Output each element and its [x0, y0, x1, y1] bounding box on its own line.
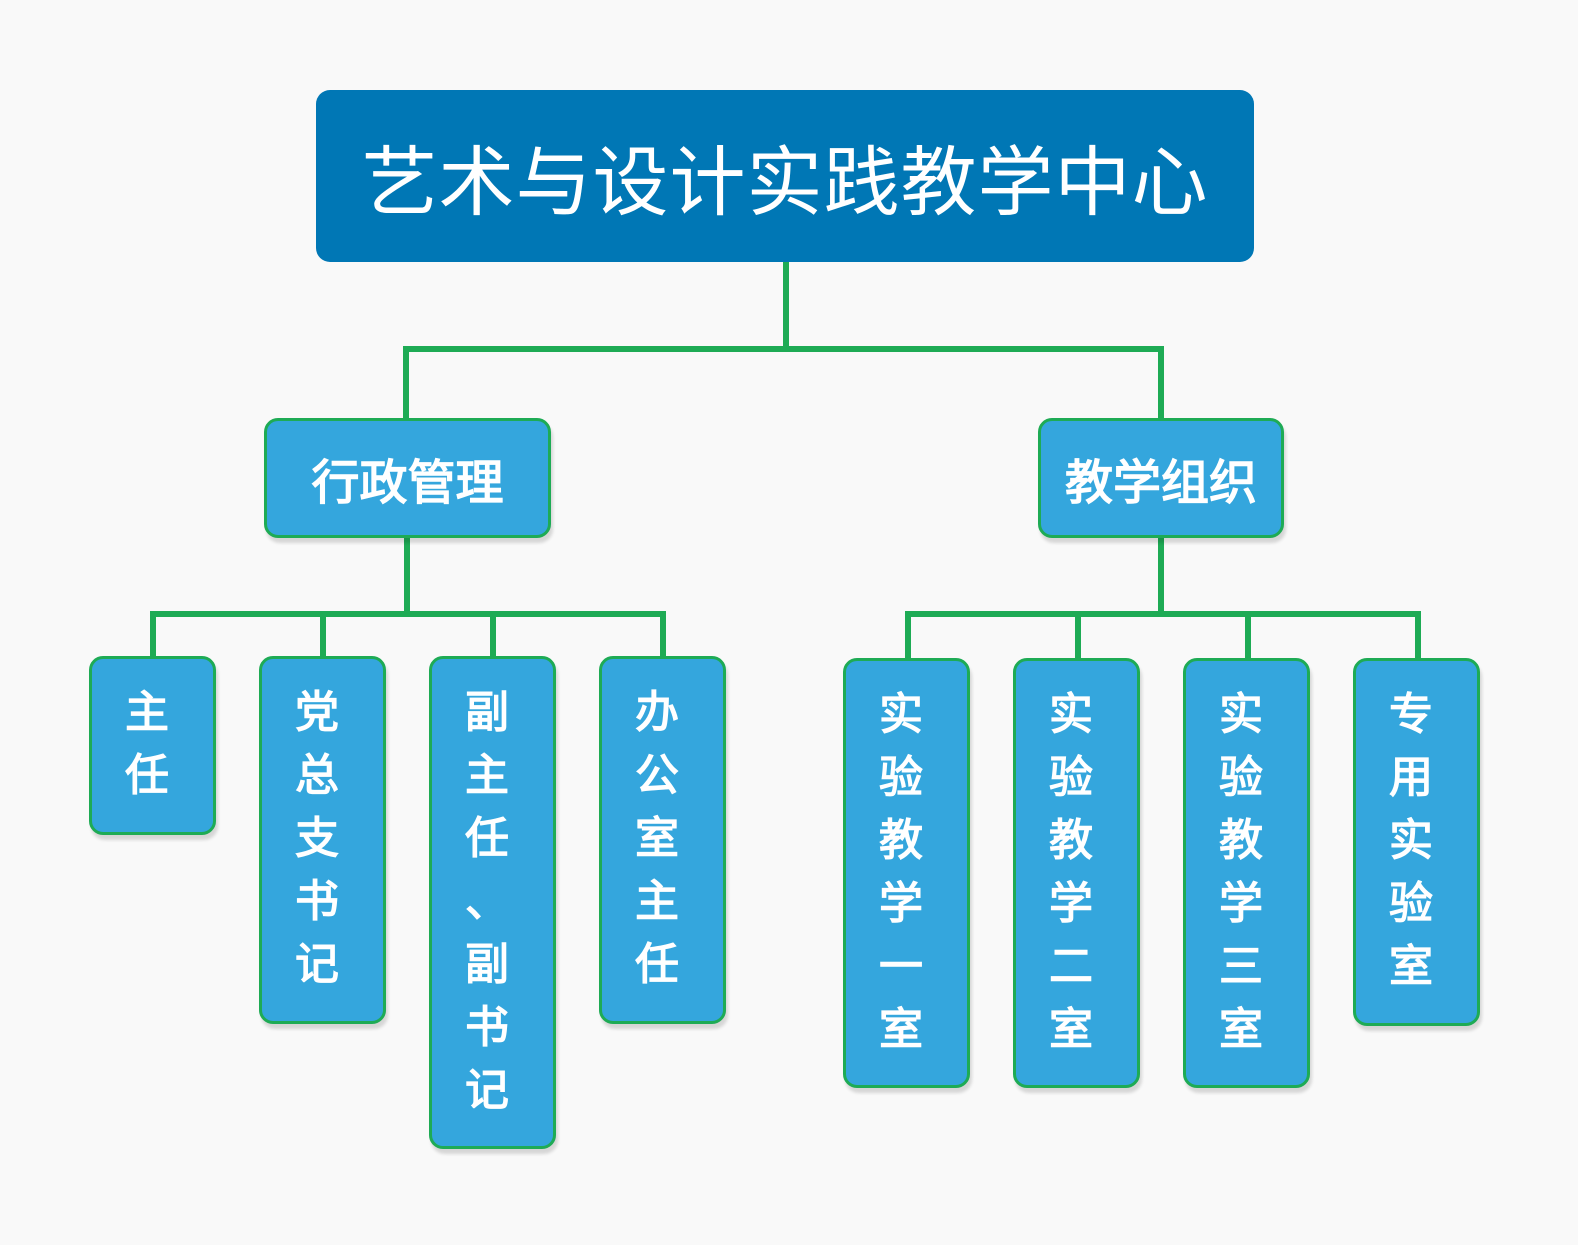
branch-teaching-organization: 教学组织 [1038, 418, 1284, 538]
root-node: 艺术与设计实践教学中心 [316, 90, 1254, 262]
leaf-label: 副主任、副书记 [465, 687, 509, 1116]
leaf-dedicated-lab: 专用实验室 [1353, 658, 1480, 1026]
leaf-label: 主任 [125, 687, 169, 801]
leaf-label: 专用实验室 [1389, 689, 1433, 992]
branch-admin-management: 行政管理 [264, 418, 551, 538]
leaf-lab-room-3: 实验教学三室 [1183, 658, 1310, 1088]
leaf-label: 办公室主任 [635, 687, 679, 990]
left-branch-connector [150, 538, 666, 656]
leaf-lab-room-2: 实验教学二室 [1013, 658, 1140, 1088]
leaf-label: 实验教学三室 [1219, 689, 1263, 1055]
leaf-party-secretary: 党总支书记 [259, 656, 386, 1024]
leaf-label: 实验教学一室 [879, 689, 923, 1055]
leaf-label: 党总支书记 [295, 687, 339, 990]
leaf-lab-room-1: 实验教学一室 [843, 658, 970, 1088]
branch-label: 行政管理 [311, 455, 504, 511]
branch-label: 教学组织 [1064, 455, 1257, 511]
root-connector [403, 262, 1164, 418]
leaf-office-director: 办公室主任 [599, 656, 726, 1024]
leaf-director: 主任 [89, 656, 216, 835]
root-label: 艺术与设计实践教学中心 [361, 138, 1209, 227]
right-branch-connector [905, 538, 1421, 658]
leaf-label: 实验教学二室 [1049, 689, 1093, 1055]
leaf-deputy-director-secretary: 副主任、副书记 [429, 656, 556, 1149]
